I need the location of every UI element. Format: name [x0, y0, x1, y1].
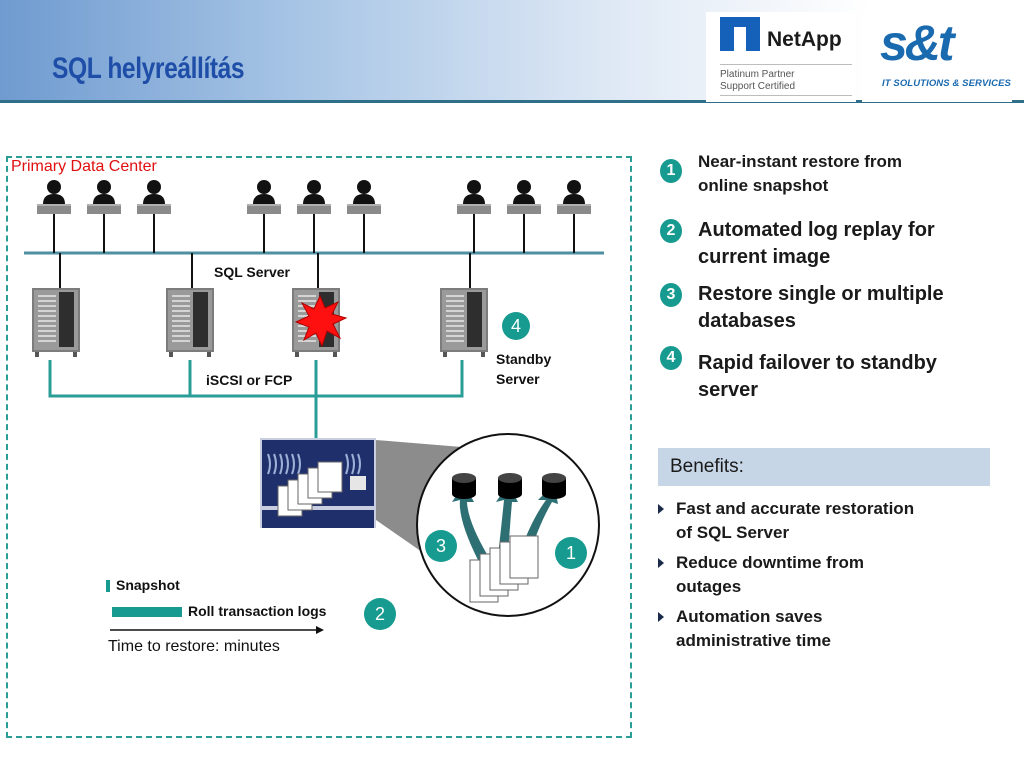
benefit-1-line2: of SQL Server [676, 523, 790, 542]
badge-log-replay: 2 [364, 598, 396, 630]
database-icon [498, 473, 522, 499]
feature-3-text: Restore single or multiple databases [698, 281, 944, 335]
san-links [48, 360, 464, 440]
database-icon [452, 473, 476, 499]
feature-2-line1: Automated log replay for [698, 219, 935, 241]
primary-data-center-label: Primary Data Center [11, 158, 157, 175]
st-logo: s&t [880, 15, 955, 71]
primary-data-center-frame [6, 156, 632, 738]
badge-standby: 4 [502, 312, 530, 340]
roll-logs-legend-bar [112, 607, 182, 617]
feature-1-line2: online snapshot [698, 176, 829, 195]
users-group [36, 179, 592, 254]
benefit-3-line1: Automation saves [676, 607, 823, 626]
feature-4-line2: server [698, 379, 759, 401]
page-title: SQL helyreállítás [52, 52, 245, 85]
feature-4-line1: Rapid failover to standby [698, 352, 937, 374]
st-logo-panel [862, 12, 1012, 102]
feature-2-text: Automated log replay for current image [698, 217, 935, 271]
standby-server-label: Standby Server [496, 349, 551, 389]
feature-1-line1: Near-instant restore from [698, 152, 903, 171]
time-to-restore-label: Time to restore: minutes [108, 638, 280, 655]
server-icon [31, 287, 81, 358]
time-arrow [110, 626, 324, 634]
feature-3-badge: 3 [660, 283, 682, 307]
fault-burst-icon [294, 294, 348, 348]
feature-3-line1: Restore single or multiple [698, 283, 944, 305]
netapp-brand: NetApp [767, 28, 842, 51]
st-tagline: IT SOLUTIONS & SERVICES [882, 78, 1011, 89]
feature-2-line2: current image [698, 246, 831, 268]
bullet-arrow-icon [658, 504, 664, 514]
roll-logs-legend-label: Roll transaction logs [188, 603, 327, 619]
database-icon [542, 473, 566, 499]
architecture-diagram [24, 179, 604, 634]
netapp-divider [720, 64, 852, 65]
benefit-3-line2: administrative time [676, 631, 831, 650]
standby-server-icon [439, 287, 489, 358]
server-icon [165, 287, 215, 358]
storage-array-icon [260, 438, 376, 528]
header-divider [0, 100, 1024, 103]
benefit-2-line1: Reduce downtime from [676, 553, 864, 572]
feature-4-badge: 4 [660, 346, 682, 370]
standby-label-line2: Server [496, 371, 540, 387]
sql-server-label: SQL Server [214, 264, 291, 280]
netapp-support-text: Support Certified [720, 81, 796, 92]
badge-multi-restore: 3 [425, 530, 457, 562]
benefits-title: Benefits: [670, 456, 744, 477]
feature-1-badge: 1 [660, 159, 682, 183]
benefit-item: Automation saves administrative time [658, 605, 976, 653]
snapshot-legend-label: Snapshot [116, 577, 180, 593]
snapshot-pages-icon [469, 535, 539, 603]
benefit-item: Reduce downtime from outages [658, 551, 976, 599]
badge-snapshot-restore: 1 [555, 537, 587, 569]
benefit-item: Fast and accurate restoration of SQL Serv… [658, 497, 976, 545]
feature-1-text: Near-instant restore from online snapsho… [698, 150, 902, 198]
netapp-logo-icon [720, 17, 760, 51]
snapshot-legend-mark [106, 580, 110, 592]
benefits-header-box [658, 448, 990, 486]
standby-label-line1: Standby [496, 351, 552, 367]
netapp-partner-text: Platinum Partner [720, 69, 795, 80]
lan-bus [24, 251, 604, 288]
feature-4-text: Rapid failover to standby server [698, 350, 937, 404]
netapp-divider-bottom [720, 95, 852, 96]
benefit-2-line2: outages [676, 577, 742, 596]
feature-2-badge: 2 [660, 219, 682, 243]
feature-3-line2: databases [698, 310, 796, 332]
bullet-arrow-icon [658, 612, 664, 622]
benefit-1-line1: Fast and accurate restoration [676, 499, 915, 518]
iscsi-fcp-label: iSCSI or FCP [206, 372, 293, 388]
bullet-arrow-icon [658, 558, 664, 568]
